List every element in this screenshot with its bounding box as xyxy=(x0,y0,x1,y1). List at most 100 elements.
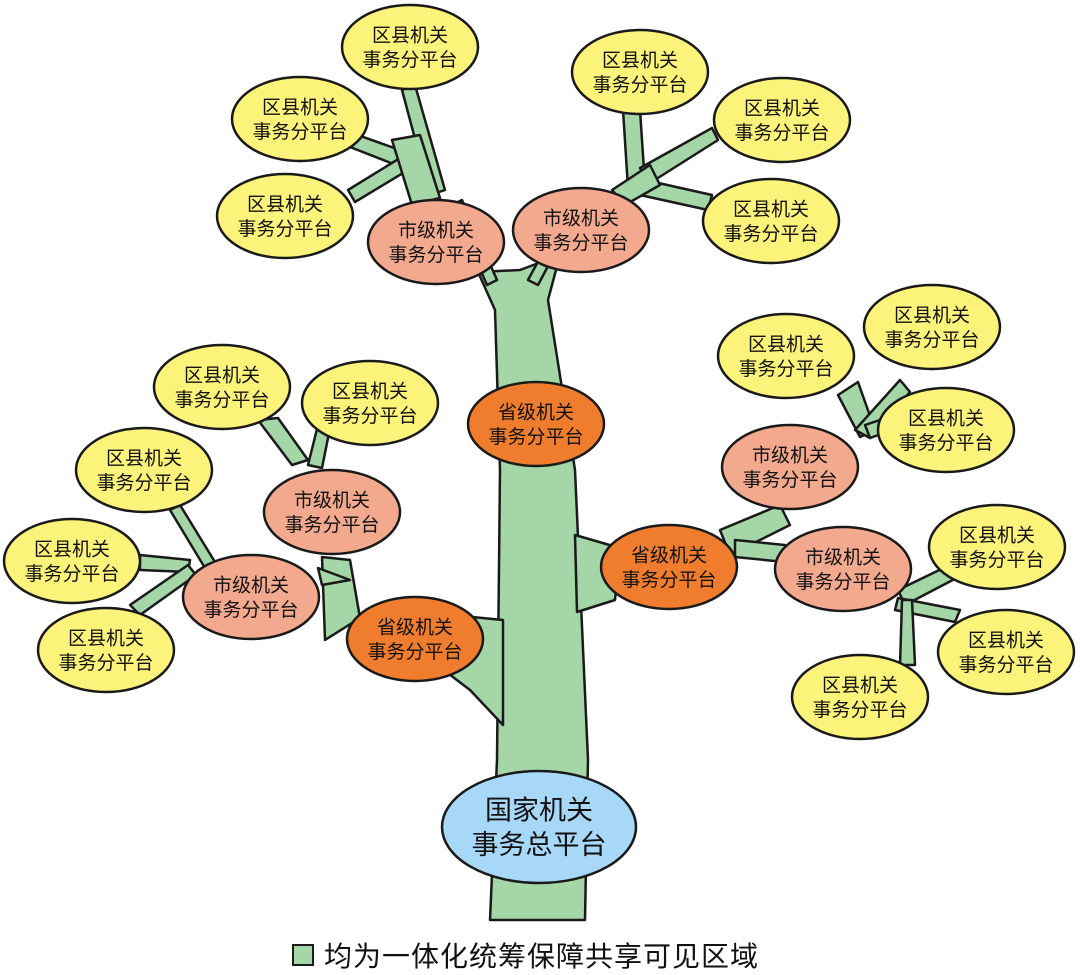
provincial-right-ellipse xyxy=(599,523,739,611)
district-6-label-line2: 事务分平台 xyxy=(723,223,818,245)
city-upper-right-ellipse xyxy=(511,186,651,274)
national-platform-label-line2: 事务总平台 xyxy=(472,830,607,861)
district-17-ellipse xyxy=(790,653,930,741)
provincial-right-label-line2: 事务分平台 xyxy=(621,569,716,591)
district-4-ellipse xyxy=(570,28,710,116)
district-4-label-line2: 事务分平台 xyxy=(592,74,687,96)
district-17-label-line2: 事务分平台 xyxy=(812,699,907,721)
city-left-upper-ellipse xyxy=(262,468,402,556)
district-12-ellipse xyxy=(716,312,856,400)
district-9-label-line2: 事务分平台 xyxy=(96,472,191,494)
national-platform-label-line1: 国家机关 xyxy=(485,795,593,826)
district-8-label-line1: 区县机关 xyxy=(332,381,408,403)
branch-ul-city-core xyxy=(390,133,442,207)
provincial-right-label-line1: 省级机关 xyxy=(631,545,707,567)
district-2-ellipse xyxy=(230,75,370,163)
green-square-swatch-icon xyxy=(292,944,314,966)
city-upper-left-label-line2: 事务分平台 xyxy=(388,244,483,266)
city-right-upper-label-line1: 市级机关 xyxy=(752,445,828,467)
district-8-label-line2: 事务分平台 xyxy=(322,405,417,427)
city-right-upper-ellipse xyxy=(720,423,860,511)
district-14-ellipse xyxy=(876,386,1016,474)
city-left-upper-label-line1: 市级机关 xyxy=(294,490,370,512)
district-11-ellipse xyxy=(36,606,176,694)
district-2-label-line2: 事务分平台 xyxy=(252,121,347,143)
district-3-ellipse xyxy=(215,172,355,260)
district-10-ellipse xyxy=(2,517,142,605)
city-left-lower-ellipse xyxy=(181,553,321,641)
district-1-ellipse xyxy=(340,3,480,91)
tree-nodes: 国家机关事务总平台省级机关事务分平台省级机关事务分平台省级机关事务分平台市级机关… xyxy=(2,3,1076,885)
city-upper-left-label-line1: 市级机关 xyxy=(398,220,474,242)
district-17-label-line1: 区县机关 xyxy=(822,675,898,697)
provincial-left-ellipse xyxy=(345,595,485,683)
city-right-lower-ellipse xyxy=(773,525,913,613)
branch-right-city-lower3 xyxy=(898,598,917,667)
district-16-label-line1: 区县机关 xyxy=(968,630,1044,652)
district-5-ellipse xyxy=(712,76,852,164)
district-3-label-line1: 区县机关 xyxy=(247,194,323,216)
district-7-label-line2: 事务分平台 xyxy=(174,389,269,411)
branch-left-prov-city-lower xyxy=(316,566,352,587)
district-10-label-line2: 事务分平台 xyxy=(24,563,119,585)
legend-label: 均为一体化统筹保障共享可见区域 xyxy=(324,940,760,973)
district-9-ellipse xyxy=(74,426,214,514)
national-platform-ellipse xyxy=(440,769,638,885)
city-upper-right-label-line2: 事务分平台 xyxy=(533,232,628,254)
city-left-lower-label-line2: 事务分平台 xyxy=(203,599,298,621)
legend: 均为一体化统筹保障共享可见区域 xyxy=(292,938,760,973)
district-3-label-line2: 事务分平台 xyxy=(237,218,332,240)
city-upper-right-label-line1: 市级机关 xyxy=(543,208,619,230)
city-right-upper-label-line2: 事务分平台 xyxy=(742,469,837,491)
district-15-ellipse xyxy=(927,503,1067,591)
district-13-label-line2: 事务分平台 xyxy=(884,329,979,351)
district-16-label-line2: 事务分平台 xyxy=(958,654,1053,676)
district-12-label-line2: 事务分平台 xyxy=(738,358,833,380)
provincial-center-label-line2: 事务分平台 xyxy=(488,426,583,448)
district-16-ellipse xyxy=(936,608,1076,696)
district-4-label-line1: 区县机关 xyxy=(602,50,678,72)
district-8-ellipse xyxy=(300,359,440,447)
district-6-label-line1: 区县机关 xyxy=(733,199,809,221)
city-right-lower-label-line2: 事务分平台 xyxy=(795,571,890,593)
district-7-ellipse xyxy=(152,343,292,431)
district-15-label-line1: 区县机关 xyxy=(959,525,1035,547)
district-14-label-line2: 事务分平台 xyxy=(898,432,993,454)
provincial-center-ellipse xyxy=(466,380,606,468)
district-11-label-line2: 事务分平台 xyxy=(58,652,153,674)
district-1-label-line1: 区县机关 xyxy=(372,25,448,47)
district-2-label-line1: 区县机关 xyxy=(262,97,338,119)
district-5-label-line1: 区县机关 xyxy=(744,98,820,120)
district-11-label-line1: 区县机关 xyxy=(68,628,144,650)
district-6-ellipse xyxy=(701,177,841,265)
district-9-label-line1: 区县机关 xyxy=(106,448,182,470)
district-15-label-line2: 事务分平台 xyxy=(949,549,1044,571)
district-5-label-line2: 事务分平台 xyxy=(734,122,829,144)
city-left-lower-label-line1: 市级机关 xyxy=(213,575,289,597)
city-upper-left-ellipse xyxy=(366,198,506,286)
district-10-label-line1: 区县机关 xyxy=(34,539,110,561)
